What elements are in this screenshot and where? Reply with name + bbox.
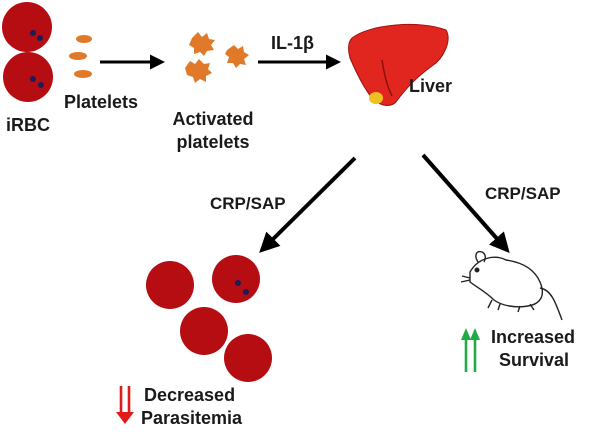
platelets-label: Platelets [64,92,139,112]
survival-label: Survival [499,350,570,370]
arrow-to-mouse [421,153,510,253]
arrow-to-cells [259,156,357,253]
rbc-icon [146,261,194,309]
infected-rbc-icon [212,255,260,303]
increased-label: Increased [491,327,576,347]
activated-platelet-icon [185,32,249,83]
crp-sap-left-label: CRP/SAP [210,194,286,213]
irbc-label: iRBC [6,115,50,135]
decreased-label: Decreased [144,385,236,405]
parasitemia-label: Parasitemia [141,408,243,428]
platelet-icon [69,35,92,78]
activated-label-line1: Activated [172,109,254,129]
crp-sap-right-label: CRP/SAP [485,184,561,203]
rbc-icon [180,307,228,355]
infected-rbc-icon [3,52,53,102]
double-up-arrow-icon [461,328,480,372]
rbc-cluster [146,255,272,382]
activated-label-line2: platelets [176,132,250,152]
mouse-icon [460,250,563,321]
liver-label: Liver [409,76,453,96]
rbc-icon [224,334,272,382]
double-down-arrow-icon [116,386,134,424]
infected-rbc-icon [2,2,52,52]
liver-icon [348,23,449,106]
cytokine-label: IL-1β [271,33,314,53]
